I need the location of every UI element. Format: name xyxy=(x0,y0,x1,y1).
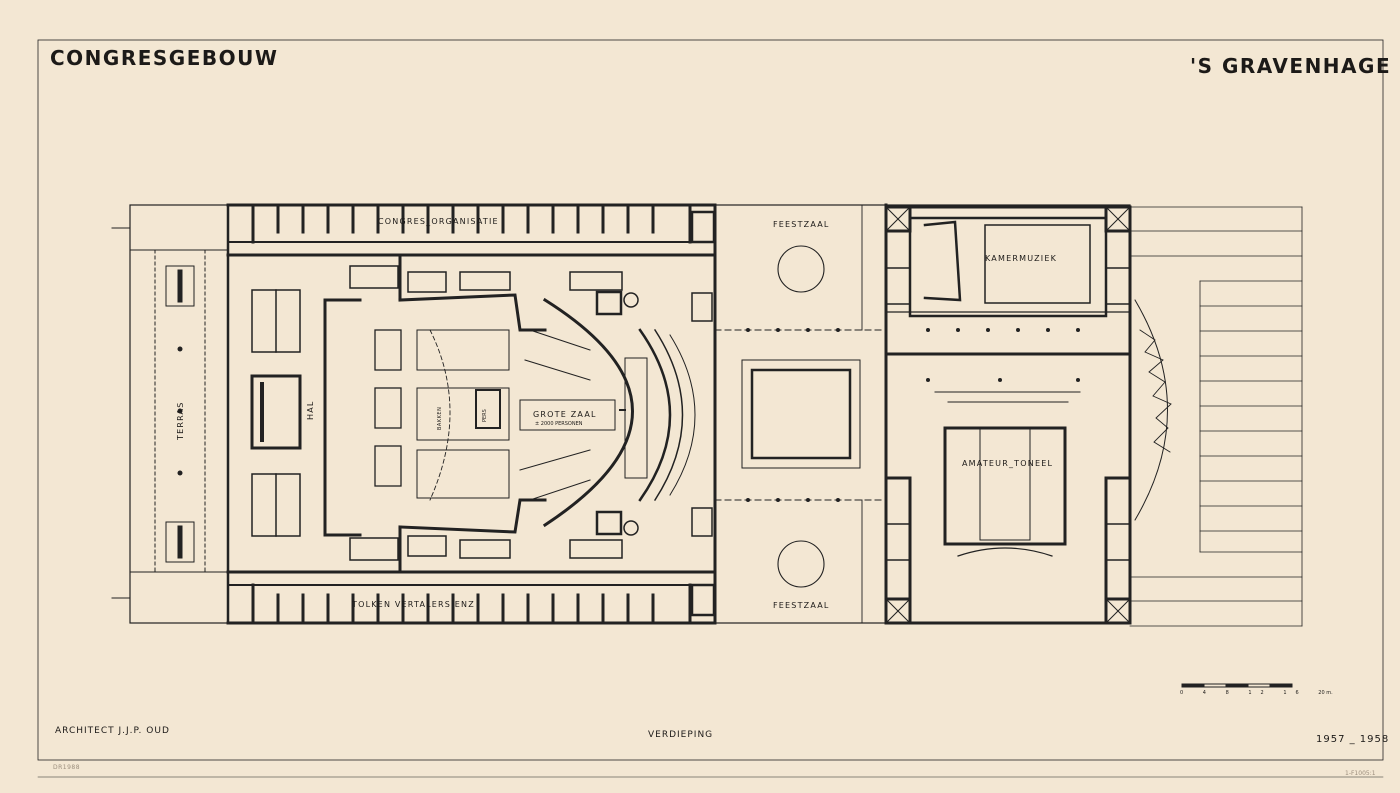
title-right: 'S GRAVENHAGE xyxy=(1190,54,1392,78)
label-congres-organisatie: CONGRES_ORGANISATIE xyxy=(378,217,499,226)
scale-tick-1: 4 xyxy=(1202,690,1215,696)
building-outline xyxy=(129,204,1131,624)
years-label: 1957 _ 1958 xyxy=(1316,734,1390,745)
scale-tick-2: 8 xyxy=(1225,690,1238,696)
scale-tick-3: 12 xyxy=(1248,690,1273,696)
office-strip-top xyxy=(226,203,717,244)
floor-label: VERDIEPING xyxy=(648,730,714,740)
label-pers: PERS xyxy=(482,409,488,422)
label-terras: TERRAS xyxy=(176,401,185,441)
foyer-stairs xyxy=(349,210,716,617)
label-grote-zaal-capacity: ± 2000 PERSONEN xyxy=(535,421,583,427)
auditorium xyxy=(374,290,696,536)
office-strip-bottom xyxy=(226,583,717,625)
scale-tick-4: 16 xyxy=(1283,690,1308,696)
archive-stamp: DR1988 xyxy=(53,764,81,771)
scale-tick-0: 0 xyxy=(1180,690,1193,696)
scale-bar-ticks: 0 4 8 12 16 20 m. xyxy=(1180,690,1333,696)
right-terrace xyxy=(1129,206,1303,627)
title-left: CONGRESGEBOUW xyxy=(50,46,279,70)
label-hal: HAL xyxy=(306,400,315,420)
label-bakken: BAKKEN xyxy=(437,406,443,430)
archive-stamp-right: 1-F1005:1 xyxy=(1345,770,1376,777)
label-grote-zaal: GROTE ZAAL xyxy=(533,410,597,419)
label-tolken-vertalers: TOLKEN VERTALERS ENZ xyxy=(352,600,475,609)
scale-bar-graphic xyxy=(1181,683,1293,688)
label-feestzaal-bottom: FEESTZAAL xyxy=(773,601,830,610)
hal-stairs xyxy=(250,289,302,537)
feestzaal-block xyxy=(714,203,888,625)
label-kamermuziek: KAMERMUZIEK xyxy=(985,254,1058,263)
label-feestzaal-top: FEESTZAAL xyxy=(773,220,830,229)
columns xyxy=(177,328,1080,502)
scale-tick-5: 20 m. xyxy=(1318,690,1333,696)
sheet-border xyxy=(37,39,1384,761)
terras-zone xyxy=(111,203,230,625)
label-amateur-toneel: AMATEUR_TONEEL xyxy=(962,459,1054,468)
architect-credit: ARCHITECT J.J.P. OUD xyxy=(55,726,170,736)
main-hall-walls xyxy=(226,203,717,625)
right-block xyxy=(884,205,1132,625)
